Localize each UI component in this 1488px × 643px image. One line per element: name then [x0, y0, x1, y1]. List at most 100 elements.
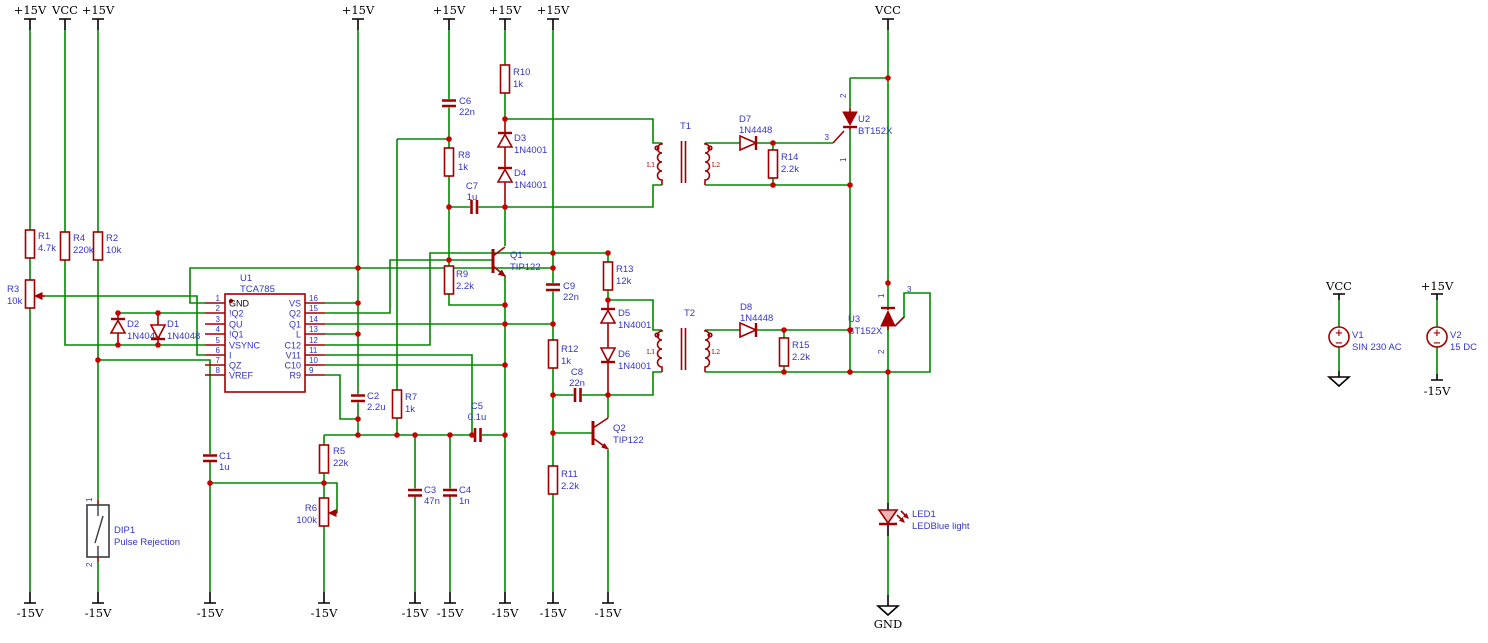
ref: D2	[127, 319, 139, 330]
resistor-R1[interactable]: R1 4.7k	[24, 229, 57, 259]
diode-D4[interactable]: D4 1N4001	[496, 166, 547, 207]
ref: D4	[514, 168, 526, 179]
ref: R3	[7, 284, 19, 295]
ref: LED1	[912, 509, 936, 520]
value: 10k	[7, 296, 23, 307]
pin-number: 16	[309, 294, 318, 303]
pin-number: 15	[309, 304, 318, 313]
flag-p15: +15V	[82, 3, 115, 17]
ic-U1[interactable]: U1 TCA785 1 2 3 4 5 6 7 8 GND !Q2 QU !Q1…	[205, 273, 325, 393]
pin-name: V11	[286, 351, 301, 361]
value: TIP122	[613, 435, 644, 446]
source-V1[interactable]: + − V1 SIN 230 AC	[1328, 326, 1402, 353]
value: 1N4048	[167, 331, 200, 342]
pin-name-gnd: GND	[229, 299, 250, 309]
gnd-symbol-main	[875, 605, 901, 617]
ref: C9	[563, 281, 575, 292]
polarity-dot	[707, 332, 713, 338]
pin-name: !Q2	[229, 309, 244, 319]
plus-sign: +	[1335, 328, 1343, 339]
resistor-R10[interactable]: R10 1k	[499, 64, 531, 94]
value: 1k	[405, 404, 415, 415]
resistor-R7[interactable]: R7 1k	[391, 389, 418, 419]
value: 22n	[459, 107, 475, 118]
ref: T1	[680, 121, 691, 132]
diode-D8[interactable]: D8 1N4448	[739, 302, 773, 339]
diode-D3[interactable]: D3 1N4001	[496, 119, 547, 168]
resistor-R13[interactable]: R13 12k	[602, 261, 634, 291]
pin-number: 1	[877, 293, 886, 298]
resistor-R11[interactable]: R11 2.2k	[547, 465, 580, 495]
flag-p15: +15V	[14, 3, 47, 17]
value: 1N4448	[739, 125, 772, 136]
capacitor-C7[interactable]: C7 1u	[466, 181, 479, 214]
value: LEDBlue light	[912, 521, 970, 532]
ref: R13	[616, 264, 633, 275]
resistor-R9[interactable]: R9 2.2k	[443, 265, 475, 295]
transistor-Q2[interactable]: Q2 TIP122	[591, 417, 644, 450]
resistor-R2[interactable]: R2 10k	[92, 231, 122, 261]
resistor-R15[interactable]: R15 2.2k	[778, 337, 811, 367]
resistor-R8[interactable]: R8 1k	[443, 147, 471, 177]
wire-t1-sec-d7-u2	[705, 142, 850, 186]
capacitor-C4[interactable]: C4 1n	[443, 485, 471, 507]
value: 220k	[73, 245, 94, 256]
value: 1N4001	[514, 145, 547, 156]
diode-D5[interactable]: D5 1N4001	[599, 300, 651, 348]
wire-c3-c4	[414, 435, 451, 592]
flag-p15: +15V	[433, 3, 466, 17]
ref: R8	[458, 150, 470, 161]
thyristor-U2[interactable]: 2 1 3 U2 BT152X	[825, 93, 893, 162]
capacitor-C8[interactable]: C8 22n	[569, 367, 585, 402]
capacitor-C9[interactable]: C9 22n	[546, 281, 579, 303]
capacitor-C2[interactable]: C2 2.2u	[351, 391, 386, 413]
resistor-R5[interactable]: R5 22k	[318, 444, 349, 474]
ref: D5	[618, 308, 630, 319]
resistor-R12[interactable]: R12 1k	[547, 339, 579, 369]
wire-pin11	[325, 354, 473, 435]
ref: R4	[73, 233, 85, 244]
flag-gnd: GND	[874, 617, 902, 631]
pin-number: 2	[877, 349, 886, 354]
resistor-R4[interactable]: R4 220k	[59, 231, 94, 261]
ref: C2	[367, 391, 379, 402]
transistor-Q1[interactable]: Q1 TIP122	[491, 246, 541, 277]
pin-name: VSYNC	[229, 341, 261, 351]
value: 1k	[561, 356, 571, 367]
pin-number: 2	[216, 304, 221, 313]
source-V2[interactable]: + − V2 15 DC	[1426, 326, 1477, 353]
thyristor-U3[interactable]: 1 2 3 U3 BT152X	[848, 285, 912, 354]
v1-flag-hardware	[1326, 293, 1352, 388]
ref: R9	[456, 269, 468, 280]
ref: R1	[38, 231, 50, 242]
capacitor-C5[interactable]: C5 0.1u	[468, 401, 487, 442]
potentiometer-R3[interactable]: R3 10k	[7, 279, 45, 309]
potentiometer-R6[interactable]: R6 100k	[296, 497, 337, 527]
pin-number: 1	[85, 497, 94, 502]
capacitor-C3[interactable]: C3 47n	[408, 485, 440, 507]
flag-vcc: VCC	[874, 3, 901, 17]
capacitor-C6[interactable]: C6 22n	[442, 96, 475, 118]
diode-D1[interactable]: D1 1N4048	[149, 313, 200, 345]
capacitor-C1[interactable]: C1 1u	[203, 451, 231, 473]
ref: C3	[424, 485, 436, 496]
transformer-T1[interactable]: T1 L1 L2	[647, 121, 720, 185]
transformer-T2[interactable]: T2 L1 L2	[647, 308, 720, 372]
flag-p15: +15V	[537, 3, 570, 17]
pin1-marker	[228, 298, 234, 304]
pin-number: 12	[309, 336, 318, 345]
switch-DIP1[interactable]: 1 2 DIP1 Pulse Rejection	[85, 497, 180, 567]
pin-number: 6	[216, 346, 221, 355]
led-LED1[interactable]: LED1 LEDBlue light	[877, 509, 970, 532]
value: 100k	[296, 515, 317, 526]
diode-D6[interactable]: D6 1N4001	[599, 347, 651, 395]
wire-c7-t1-bottom	[449, 184, 662, 208]
value: 2.2k	[792, 352, 810, 363]
ref: R2	[106, 233, 118, 244]
ref: Q1	[510, 250, 523, 261]
pin-name: R9	[289, 371, 301, 381]
diode-D7[interactable]: D7 1N4448	[739, 114, 772, 152]
resistor-R14[interactable]: R14 2.2k	[767, 149, 800, 179]
pin-name: L	[296, 330, 301, 340]
